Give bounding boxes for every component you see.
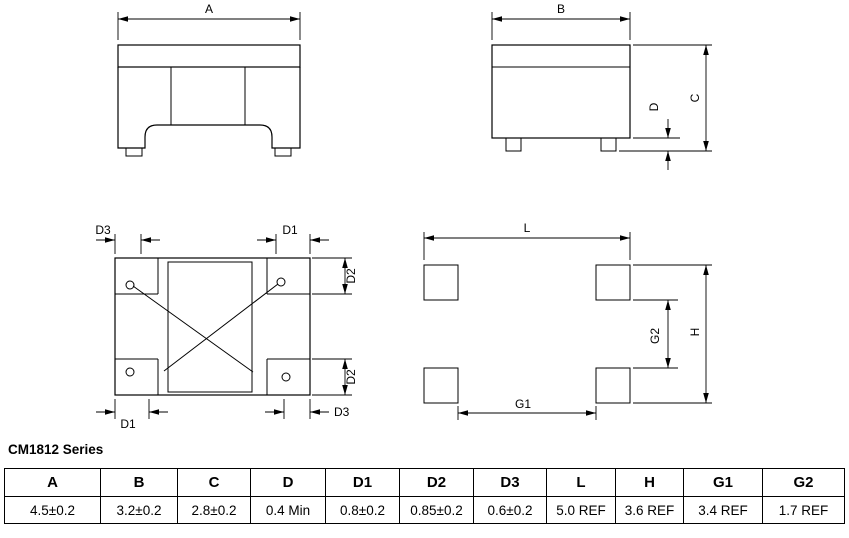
bottom-part-outline — [114, 257, 311, 396]
table-value-cell: 3.4 REF — [683, 496, 763, 524]
front-part-outline — [117, 67, 301, 149]
table-value-cell: 0.85±0.2 — [399, 496, 474, 524]
table-header-cell: B — [100, 468, 178, 497]
dim-l: L — [423, 221, 631, 260]
front-left-foot — [125, 147, 143, 157]
bottom-winding — [167, 261, 253, 393]
table-header-cell: D3 — [473, 468, 547, 497]
dim-d3-top: D3 — [95, 223, 160, 254]
table-header-cell: L — [546, 468, 616, 497]
land-pattern-view: L H G2 G1 — [423, 221, 712, 420]
dim-d2-upper-label: D2 — [344, 268, 358, 284]
side-left-terminal — [505, 137, 522, 152]
table-header-cell: A — [4, 468, 101, 497]
dim-b: B — [491, 2, 631, 40]
dim-d3-bottom: D3 — [265, 399, 350, 419]
dim-g1: G1 — [457, 397, 597, 420]
terminal-circle-br — [281, 372, 291, 382]
dim-d: D — [633, 102, 680, 170]
table-header-cell: D2 — [399, 468, 474, 497]
dim-d3-bottom-label: D3 — [334, 405, 350, 419]
side-view: B C D — [491, 2, 712, 170]
dim-d3-top-label: D3 — [95, 223, 111, 237]
table-value-cell: 2.8±0.2 — [177, 496, 251, 524]
dim-g2: G2 — [633, 299, 678, 369]
dim-d-label: D — [647, 102, 661, 111]
land-pad-tr — [595, 264, 631, 301]
dim-g1-label: G1 — [515, 397, 531, 411]
bottom-view: D3 D1 D2 D2 — [95, 223, 358, 431]
terminal-circle-tr — [276, 277, 286, 287]
table-header-cell: G2 — [762, 468, 845, 497]
table-header-cell: H — [615, 468, 684, 497]
technical-drawing: A B C — [95, 2, 712, 431]
table-value-cell: 4.5±0.2 — [4, 496, 101, 524]
table-value-cell: 1.7 REF — [762, 496, 845, 524]
dim-a-label: A — [205, 2, 213, 16]
terminal-circle-tl — [125, 280, 135, 290]
table-value-cell: 3.6 REF — [615, 496, 684, 524]
dim-h-label: H — [688, 328, 702, 337]
dim-d1-bottom-label: D1 — [120, 417, 136, 431]
dim-d2-lower: D2 — [312, 358, 358, 396]
dim-c-label: C — [688, 93, 702, 102]
land-pad-bl — [423, 367, 459, 404]
table-value-cell: 0.8±0.2 — [325, 496, 400, 524]
dim-d2-upper: D2 — [312, 257, 358, 295]
terminal-circle-bl — [125, 367, 135, 377]
dim-g2-label: G2 — [648, 328, 662, 344]
table-header-cell: D1 — [325, 468, 400, 497]
front-top-flange — [117, 44, 301, 68]
dimension-table: A B C D D1 D2 D3 L H G1 G2 4.5±0.2 3.2±0… — [4, 468, 845, 524]
dim-a: A — [117, 2, 301, 40]
dim-d2-lower-label: D2 — [344, 369, 358, 385]
wire-lead-2 — [163, 283, 279, 372]
side-right-terminal — [600, 137, 617, 152]
land-pad-br — [595, 367, 631, 404]
table-header-cell: D — [250, 468, 326, 497]
table-value-cell: 3.2±0.2 — [100, 496, 178, 524]
dim-d1-bottom: D1 — [96, 399, 168, 431]
dim-d1-top-label: D1 — [282, 223, 298, 237]
front-winding — [170, 66, 246, 126]
series-title: CM1812 Series — [8, 442, 104, 457]
dim-l-label: L — [524, 221, 531, 235]
table-header-cell: G1 — [683, 468, 763, 497]
table-value-cell: 5.0 REF — [546, 496, 616, 524]
land-pad-tl — [423, 264, 459, 301]
front-view: A — [117, 2, 301, 157]
table-value-cell: 0.4 Min — [250, 496, 326, 524]
dim-b-label: B — [557, 2, 565, 16]
wire-lead-1 — [132, 285, 254, 373]
dim-c: C — [619, 44, 712, 152]
side-part-outline — [491, 44, 631, 139]
table-value-row: 4.5±0.2 3.2±0.2 2.8±0.2 0.4 Min 0.8±0.2 … — [4, 496, 845, 524]
dim-d1-top: D1 — [257, 223, 329, 254]
table-header-row: A B C D D1 D2 D3 L H G1 G2 — [4, 468, 845, 497]
dim-h: H — [633, 264, 712, 404]
front-right-foot — [274, 147, 292, 157]
table-header-cell: C — [177, 468, 251, 497]
table-value-cell: 0.6±0.2 — [473, 496, 547, 524]
